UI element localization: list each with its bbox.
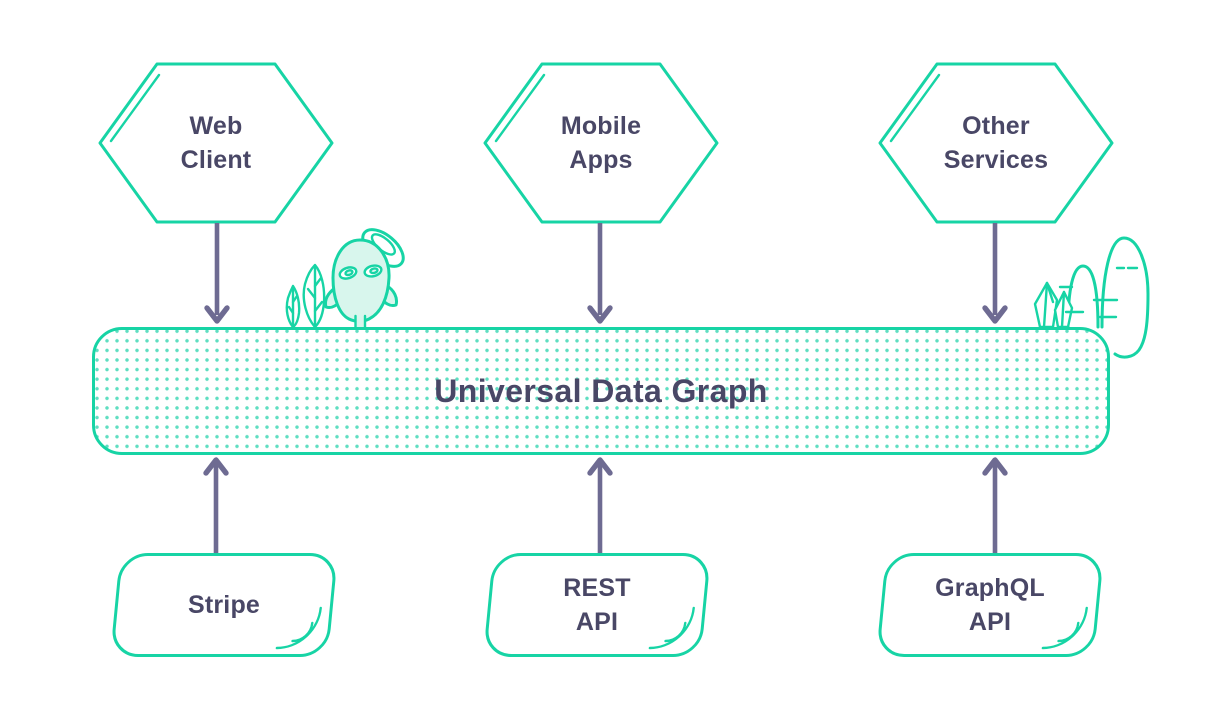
hex-node-web-client: Web Client [97, 61, 335, 225]
card-shape [875, 553, 1105, 657]
hexagon-corner-accent [494, 73, 546, 143]
plant-leaf-large [302, 263, 326, 327]
mascot-legs [355, 315, 365, 327]
node-label: GraphQL API [935, 574, 1045, 636]
arrow-restapi-to-udg [587, 457, 613, 554]
node-label: Web Client [180, 112, 252, 174]
arrow-stripe-to-udg [203, 457, 229, 554]
card-node-graphql-api: GraphQL API [875, 553, 1105, 657]
card-node-rest-api: REST API [482, 553, 712, 657]
node-label: Other Services [943, 112, 1049, 174]
arrow-mobileapps-to-udg [587, 223, 613, 324]
mascot-eye-right [363, 264, 383, 278]
card-shape [109, 553, 339, 657]
hill-tall [1100, 236, 1150, 359]
hexagon-shape [878, 62, 1114, 224]
hex-node-other-services: Other Services [877, 61, 1115, 225]
universal-data-graph-bar: Universal Data Graph [92, 327, 1110, 455]
hexagon-corner-accent [889, 73, 941, 143]
arrow-otherservices-to-udg [982, 223, 1008, 324]
corner-swoosh-accent [1041, 606, 1088, 650]
hexagon-shape [483, 62, 719, 224]
corner-swoosh-accent [648, 606, 695, 650]
bar-title: Universal Data Graph [434, 372, 768, 409]
card-shape [482, 553, 712, 657]
hex-node-mobile-apps: Mobile Apps [482, 61, 720, 225]
mascot-eye-left [338, 266, 358, 280]
node-label: Mobile Apps [560, 112, 642, 174]
crystal-cluster [1033, 281, 1074, 329]
corner-swoosh-accent [275, 606, 322, 650]
arrow-graphqlapi-to-udg [982, 457, 1008, 554]
mascot-with-plants-illustration [285, 228, 405, 327]
arrow-webclient-to-udg [204, 223, 230, 324]
hexagon-shape [98, 62, 334, 224]
hill-dashes [1058, 266, 1139, 319]
hill-small [1066, 264, 1100, 329]
node-label: REST API [563, 574, 631, 636]
node-label: Stripe [187, 591, 261, 619]
hexagon-corner-accent [109, 73, 161, 143]
plant-leaf-small [285, 284, 301, 327]
card-node-stripe: Stripe [109, 553, 339, 657]
